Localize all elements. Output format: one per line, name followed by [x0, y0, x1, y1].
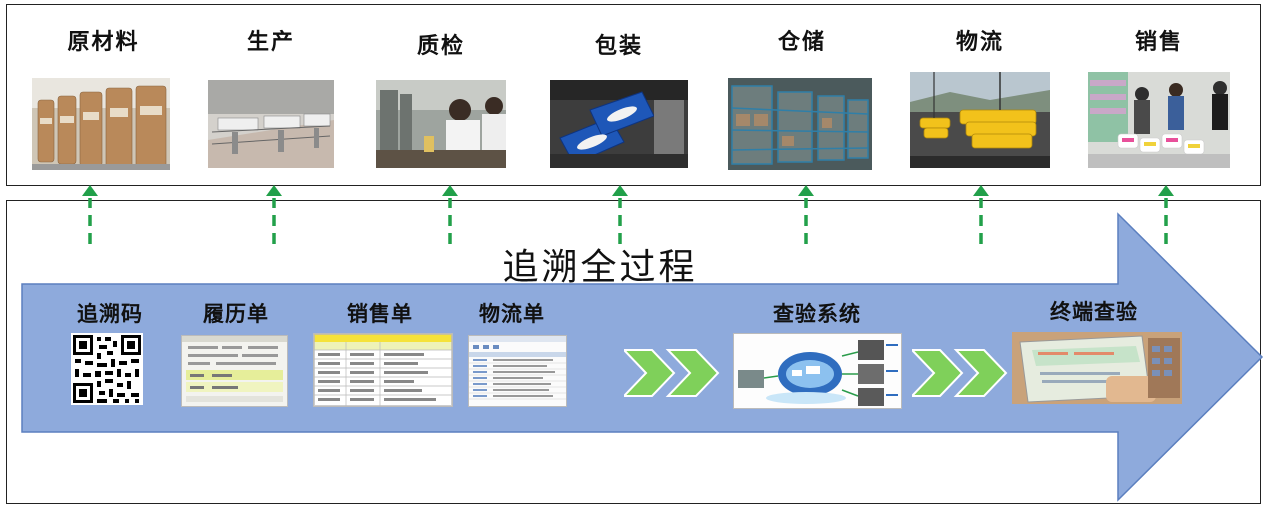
production-photo — [208, 80, 334, 168]
storage-photo — [728, 78, 872, 170]
stage-sales: 销售 — [1088, 20, 1230, 170]
quality-check-photo — [376, 80, 506, 168]
logistics-photo — [910, 72, 1050, 168]
system-label-verification: 查验系统 — [773, 302, 861, 326]
doc-label-record: 履历单 — [203, 302, 269, 326]
raw-material-photo — [32, 78, 170, 170]
stage-quality-check: 质检 — [376, 20, 506, 170]
sales-table-thumbnail — [313, 333, 453, 407]
record-form-thumbnail — [181, 335, 288, 407]
stage-label: 原材料 — [67, 30, 140, 55]
stage-label: 物流 — [955, 30, 1004, 55]
doc-label-trace-code: 追溯码 — [77, 302, 143, 326]
main-title: 追溯全过程 — [502, 247, 698, 288]
system-label-terminal: 终端查验 — [1050, 300, 1138, 324]
terminal-screen-thumbnail — [1012, 332, 1182, 404]
stage-label: 销售 — [1134, 30, 1183, 55]
sales-photo — [1088, 72, 1230, 168]
stage-logistics: 物流 — [910, 20, 1050, 170]
packaging-photo — [550, 80, 688, 168]
stage-raw-material: 原材料 — [32, 20, 171, 170]
doc-label-sales: 销售单 — [347, 302, 413, 326]
doc-label-logistics: 物流单 — [479, 302, 545, 326]
stage-label: 包装 — [594, 34, 643, 59]
stage-label: 仓储 — [777, 30, 826, 55]
chevron-arrows-icon — [624, 349, 720, 397]
logistics-table-thumbnail — [468, 335, 567, 407]
stage-storage: 仓储 — [728, 20, 874, 170]
stage-label: 生产 — [246, 30, 295, 55]
chevron-arrows-icon — [912, 349, 1008, 397]
qr-code-icon — [71, 333, 143, 405]
stage-label: 质检 — [416, 34, 465, 59]
stage-packaging: 包装 — [550, 20, 688, 170]
stage-production: 生产 — [208, 20, 334, 170]
verification-system-thumbnail — [733, 333, 902, 409]
